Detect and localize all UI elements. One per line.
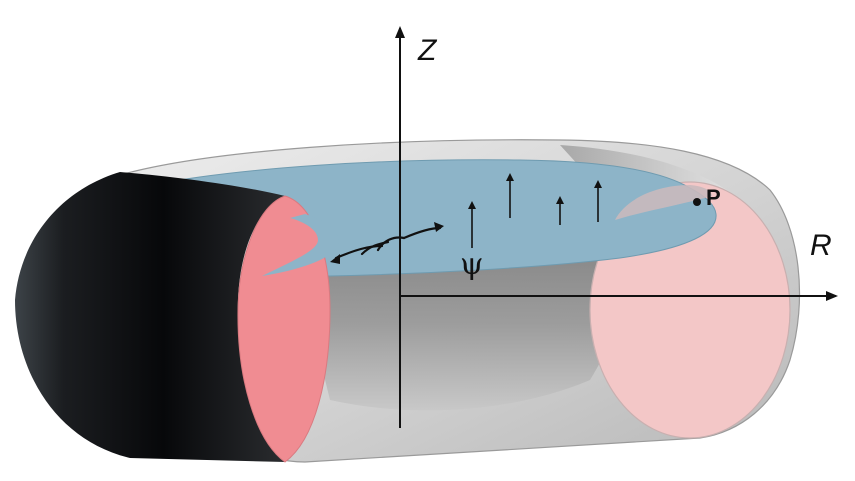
toroidal-rotation-arrows-icon <box>330 222 444 264</box>
point-p-marker <box>693 198 701 206</box>
flux-surface-cutout <box>615 185 712 220</box>
point-p-label: P <box>706 185 721 210</box>
z-axis-label: Z <box>417 34 438 67</box>
psi-label: ψ <box>460 247 484 282</box>
flux-surface-left-lip <box>262 214 339 276</box>
flux-arrows <box>468 173 602 248</box>
r-axis-label: R <box>810 229 832 262</box>
torus-dark-shell <box>15 172 285 462</box>
